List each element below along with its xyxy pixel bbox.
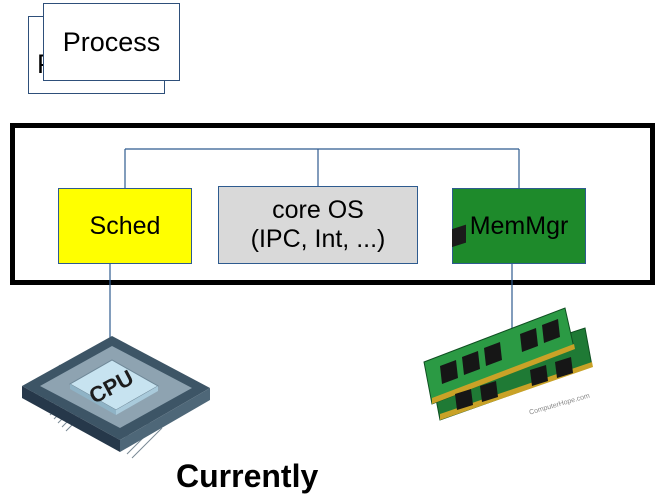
sched-box: Sched: [58, 188, 192, 264]
memmgr-label: MemMgr: [469, 211, 569, 240]
cpu-chip-icon: [22, 336, 210, 459]
core-os-label-line1: core OS: [272, 196, 364, 225]
caption-title: Currently: [176, 458, 319, 494]
memmgr-box: MemMgr: [452, 188, 586, 264]
process-card-front: Process: [43, 3, 180, 81]
process-card-label: Process: [62, 26, 161, 57]
kernel-boundary: [10, 123, 655, 285]
core-os-box: core OS (IPC, Int, ...): [218, 186, 418, 264]
ram-module-icon: [423, 224, 593, 421]
core-os-label-line2: (IPC, Int, ...): [250, 225, 386, 253]
sched-label: Sched: [89, 211, 161, 240]
ram-watermark: ComputerHope.com: [529, 393, 591, 417]
